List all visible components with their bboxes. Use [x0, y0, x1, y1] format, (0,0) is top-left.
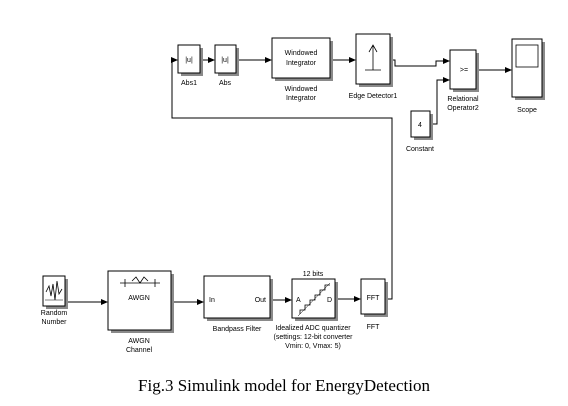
relational-label-1: Relational [447, 96, 479, 103]
adc-label-3: Vmin: 0, Vmax: 5) [285, 343, 341, 350]
constant-block[interactable]: 4 [410, 110, 433, 140]
abs1-inside: |u| [185, 57, 193, 64]
relational-inside: >= [460, 67, 468, 74]
adc-label-2: (settings: 12-bit converter [274, 334, 354, 341]
bandpass-out-port: Out [255, 297, 266, 304]
random-number-label-2: Number [42, 319, 68, 326]
scope-label: Scope [517, 107, 537, 114]
abs-inside: |u| [221, 57, 229, 64]
figure-caption: Fig.3 Simulink model for EnergyDetection [138, 376, 430, 395]
awgn-inside: AWGN [128, 295, 150, 302]
edge-detector-block[interactable] [355, 33, 393, 87]
staircase-icon [299, 284, 330, 314]
constant-label: Constant [406, 146, 434, 153]
adc-label-1: Idealized ADC quantizer [275, 325, 351, 332]
awgn-label-1: AWGN [128, 338, 150, 345]
abs1-label: Abs1 [181, 80, 197, 87]
adc-d-port: D [327, 297, 332, 304]
scope-screen-icon [515, 44, 539, 68]
fft-inside: FFT [367, 295, 381, 302]
windowed-label-1: Windowed [285, 86, 318, 93]
awgn-icon [120, 276, 160, 287]
abs-label: Abs [219, 80, 232, 87]
fft-block[interactable]: FFT [360, 278, 388, 317]
relational-operator-block[interactable]: >= [449, 49, 479, 92]
abs-block[interactable]: |u| [214, 44, 239, 76]
scope-block[interactable] [511, 38, 545, 100]
adc-bits: 12 bits [303, 271, 324, 278]
awgn-channel-block[interactable]: AWGN [107, 270, 174, 333]
fft-label: FFT [367, 324, 381, 331]
adc-a-port: A [296, 297, 301, 304]
bandpass-in-port: In [209, 297, 215, 304]
constant-inside: 4 [418, 122, 422, 129]
adc-quantizer-block[interactable]: A D [291, 278, 338, 321]
abs1-block[interactable]: |u| [177, 44, 203, 76]
bandpass-filter-block[interactable]: In Out [203, 275, 273, 321]
edge-icon [365, 44, 381, 71]
random-number-block[interactable] [42, 275, 68, 309]
bandpass-label: Bandpass Filter [213, 326, 262, 333]
windowed-integrator-block[interactable]: Windowed Integrator [271, 37, 333, 81]
relational-label-2: Operator2 [447, 105, 479, 112]
random-signal-icon [45, 280, 63, 301]
windowed-inside-2: Integrator [286, 60, 317, 67]
awgn-label-2: Channel [126, 347, 153, 354]
edge-detector-label: Edge Detector1 [349, 93, 398, 100]
windowed-label-2: Integrator [286, 95, 317, 102]
signal-lines [65, 57, 512, 305]
windowed-inside-1: Windowed [285, 50, 318, 57]
random-number-label-1: Random [41, 310, 68, 317]
